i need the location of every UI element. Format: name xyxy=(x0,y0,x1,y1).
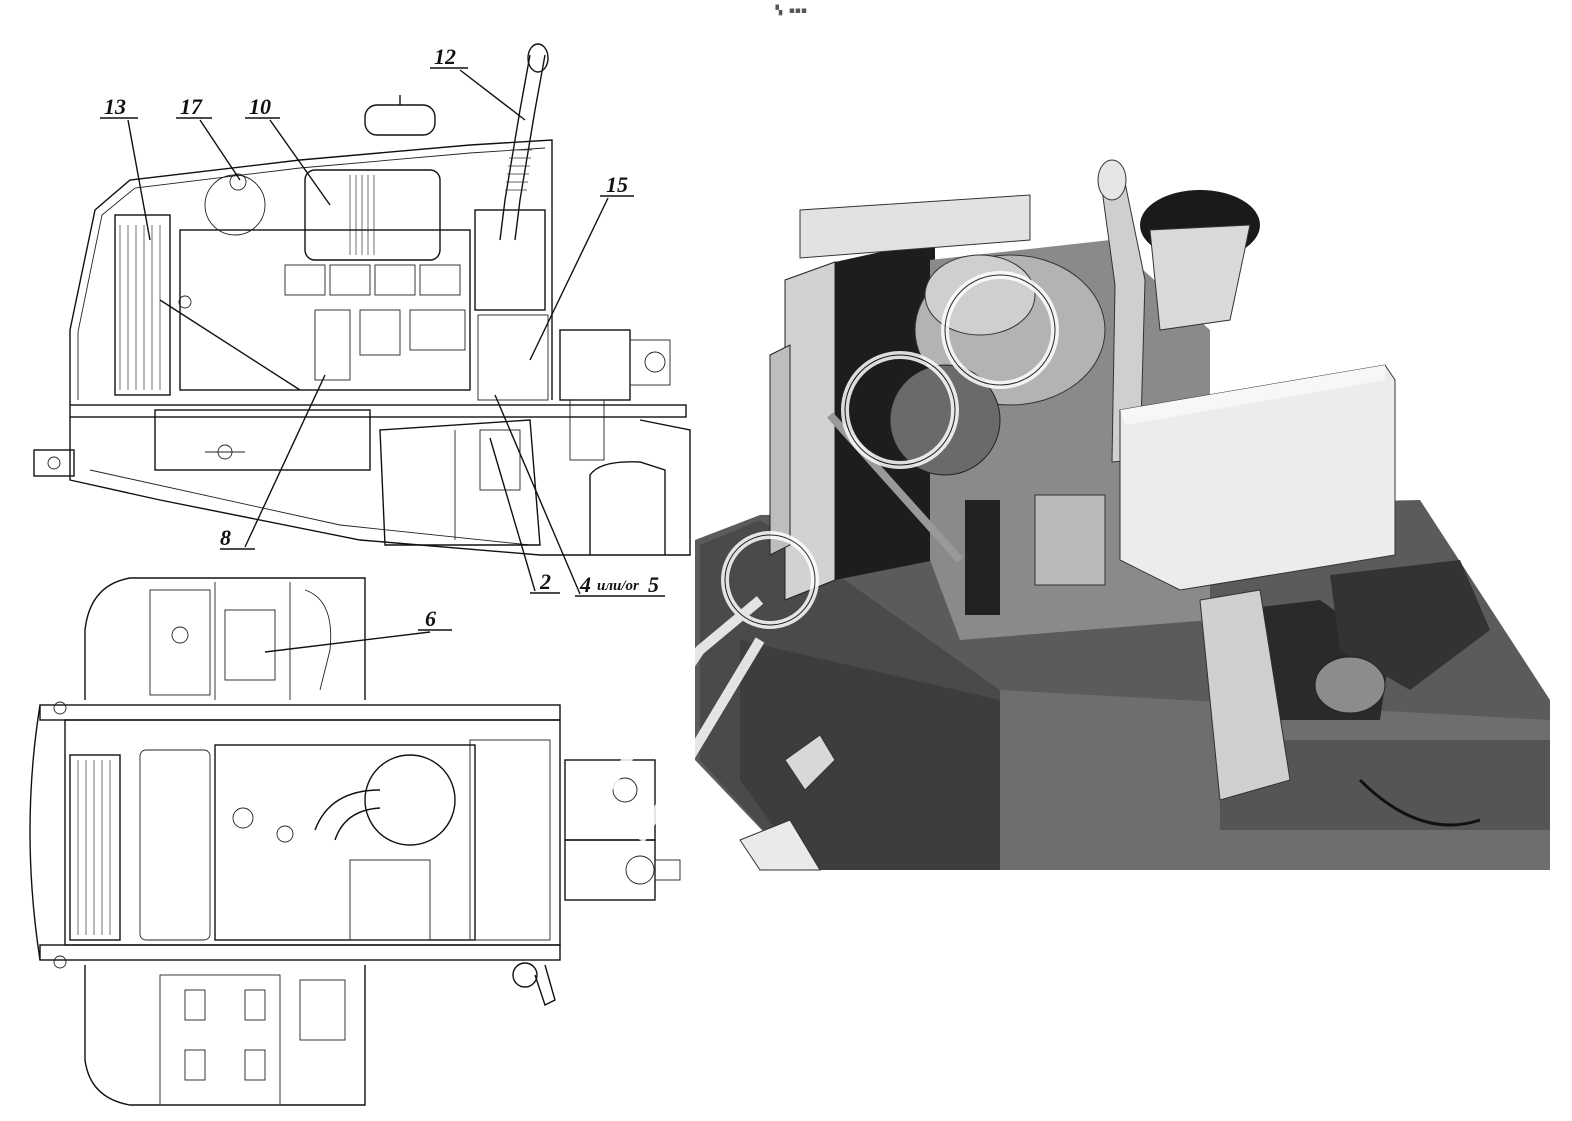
side-view-drawing xyxy=(33,43,691,556)
callout-5: 5 xyxy=(648,572,659,597)
callout-leaders xyxy=(100,67,665,653)
callout-10: 10 xyxy=(249,94,271,119)
callout-2: 2 xyxy=(539,569,551,594)
callout-4-or: или/or xyxy=(597,578,639,594)
callout-17: 17 xyxy=(180,94,203,119)
watermark xyxy=(595,271,1059,843)
top-view-drawing xyxy=(29,577,681,1106)
top-marker: ▝▖ ▪▪▪ xyxy=(772,6,808,16)
callout-6: 6 xyxy=(425,606,436,631)
callout-15: 15 xyxy=(606,172,628,197)
isometric-render xyxy=(695,159,1550,871)
callout-4: 4 xyxy=(579,572,591,597)
callout-13: 13 xyxy=(104,94,126,119)
callout-12: 12 xyxy=(434,44,456,69)
callout-8: 8 xyxy=(220,525,231,550)
callout-labels: 13 17 10 12 15 8 2 4 или/or 5 6 xyxy=(104,44,659,631)
